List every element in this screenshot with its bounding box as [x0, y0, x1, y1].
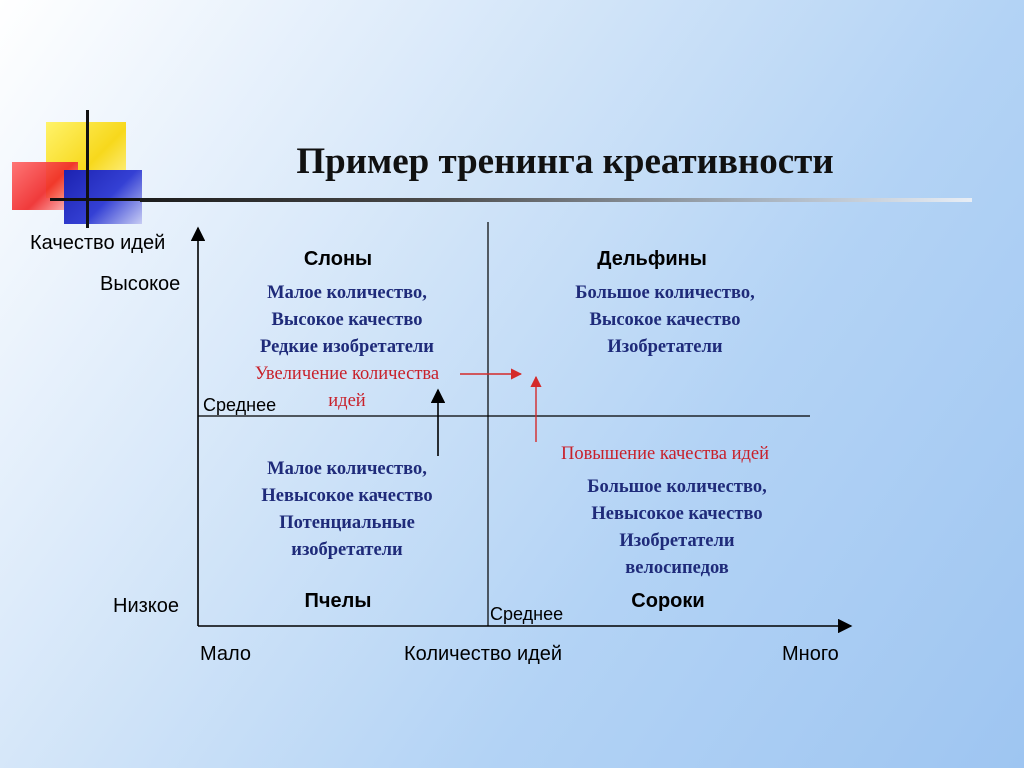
quadrant-bottom-right-name: Сороки: [631, 590, 705, 612]
y-axis-high-label: Высокое: [100, 273, 181, 295]
quadrant-text-line: Изобретатели: [619, 531, 735, 551]
y-axis-mid-label: Среднее: [203, 395, 277, 415]
quadrant-text-line: Малое количество,: [267, 459, 427, 479]
quadrant-text-line: Редкие изобретатели: [260, 337, 434, 357]
quadrant-bottom-right-description: Большое количество, Невысокое качество И…: [532, 474, 822, 582]
quadrant-text-line: Изобретатели: [607, 337, 723, 357]
logo-blue-square: [64, 170, 142, 224]
logo-vertical-line: [86, 110, 89, 228]
quadrant-top-right-description: Большое количество, Высокое качество Изо…: [520, 280, 810, 361]
y-axis-title: Качество идей: [30, 232, 166, 254]
quadrant-text-line: изобретатели: [291, 540, 403, 560]
quadrant-text-line: велосипедов: [625, 558, 729, 578]
x-axis-title: Количество идей: [404, 643, 563, 665]
logo-horizontal-line: [50, 198, 150, 201]
decorative-logo: [0, 0, 160, 240]
quadrant-text-line: Высокое качество: [589, 310, 741, 330]
quadrant-bottom-left-description: Малое количество, Невысокое качество Пот…: [206, 456, 488, 564]
x-axis-low-label: Мало: [200, 643, 252, 665]
transition-text-line: идей: [328, 391, 366, 411]
quadrant-text-line: Малое количество,: [267, 283, 427, 303]
quadrant-text-line: Большое количество,: [575, 283, 755, 303]
transition-text-line: Увеличение количества: [254, 364, 440, 384]
x-axis-high-label: Много: [782, 643, 839, 665]
quadrant-text-line: Большое количество,: [587, 477, 767, 497]
quadrant-top-left-name: Слоны: [303, 248, 373, 270]
quadrant-text-line: Потенциальные: [279, 513, 415, 533]
title-underline: [140, 198, 972, 202]
quadrant-text-line: Невысокое качество: [591, 504, 763, 524]
quadrant-text-line: Невысокое качество: [261, 486, 433, 506]
increase-quantity-label: Увеличение количества идей: [206, 361, 488, 415]
quadrant-bottom-left-name: Пчелы: [304, 590, 372, 612]
y-axis-low-label: Низкое: [113, 595, 180, 617]
quadrant-text-line: Высокое качество: [271, 310, 423, 330]
quadrant-top-left-description: Малое количество, Высокое качество Редки…: [206, 280, 488, 361]
slide-title: Пример тренинга креативности: [296, 141, 834, 182]
x-axis-mid-label: Среднее: [490, 604, 564, 624]
quadrant-top-right-name: Дельфины: [597, 248, 707, 270]
increase-quality-label: Повышение качества идей: [560, 444, 770, 464]
